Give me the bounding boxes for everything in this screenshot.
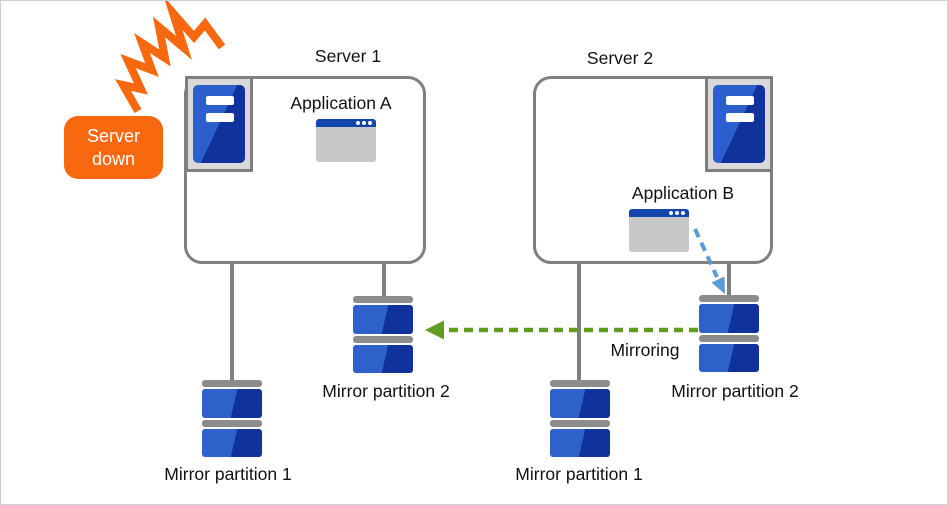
server1-mirror-partition1-disk-icon bbox=[202, 380, 262, 457]
server1-partition1-label: Mirror partition 1 bbox=[164, 464, 292, 484]
server-down-callout: Server down bbox=[64, 116, 163, 179]
server2-tower-icon bbox=[705, 76, 773, 172]
tower-glyph bbox=[193, 85, 245, 163]
application-b-window-icon bbox=[629, 209, 689, 252]
app-window-dots-icon bbox=[356, 121, 372, 125]
server2-partition1-label: Mirror partition 1 bbox=[515, 464, 643, 484]
server1-title: Server 1 bbox=[314, 46, 382, 66]
server1-tower-icon bbox=[185, 76, 253, 172]
connector-line-s2-p1 bbox=[577, 262, 581, 382]
tower-slot bbox=[206, 113, 234, 122]
callout-line2: down bbox=[91, 148, 136, 169]
tower-slot bbox=[726, 113, 754, 122]
callout-line1: Server bbox=[86, 125, 140, 146]
app-titlebar bbox=[629, 209, 689, 217]
server2-partition2-label: Mirror partition 2 bbox=[671, 381, 799, 401]
connector-line-s2-p2 bbox=[727, 262, 731, 297]
tower-slot bbox=[726, 96, 754, 105]
server2-app-label: Application B bbox=[631, 183, 735, 203]
server2-mirror-partition1-disk-icon bbox=[550, 380, 610, 457]
mirroring-arrow bbox=[425, 320, 698, 340]
app-window-dots-icon bbox=[669, 211, 685, 215]
server2-mirror-partition2-disk-icon bbox=[699, 295, 759, 372]
server1-app-label: Application A bbox=[290, 93, 392, 113]
mirroring-label: Mirroring bbox=[610, 340, 680, 360]
app-titlebar bbox=[316, 119, 376, 127]
tower-glyph bbox=[713, 85, 765, 163]
tower-slot bbox=[206, 96, 234, 105]
server1-partition2-label: Mirror partition 2 bbox=[322, 381, 450, 401]
server1-mirror-partition2-disk-icon bbox=[353, 296, 413, 373]
app-window-body bbox=[629, 217, 689, 252]
app-window-body bbox=[316, 127, 376, 162]
connector-line-s1-p2 bbox=[382, 263, 386, 298]
connector-line-s1-p1 bbox=[230, 263, 234, 382]
application-a-window-icon bbox=[316, 119, 376, 162]
server2-title: Server 2 bbox=[586, 48, 654, 68]
